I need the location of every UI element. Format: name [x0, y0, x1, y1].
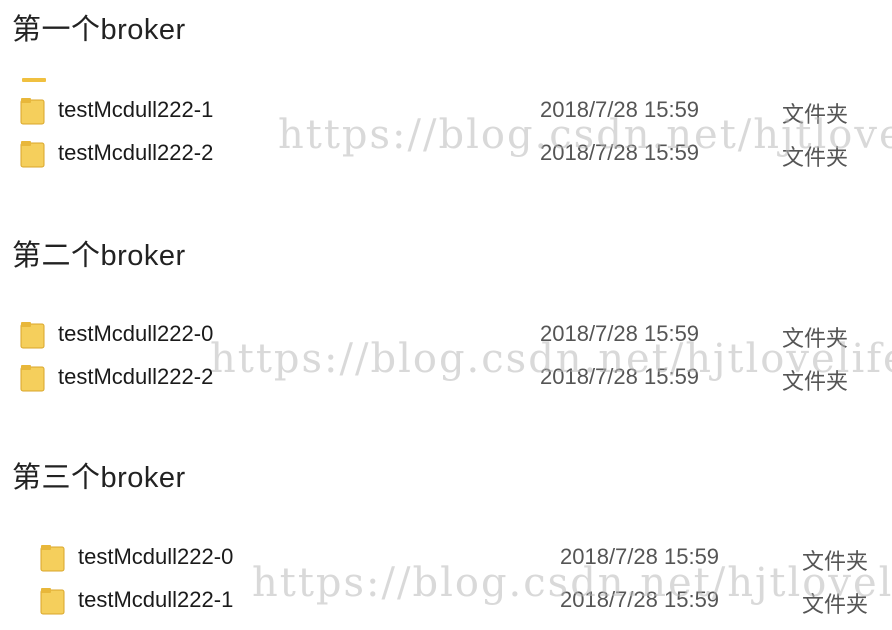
folder-type: 文件夹 — [802, 592, 869, 617]
folder-row[interactable]: testMcdull222-2 2018/7/28 15:59 文件夹 — [18, 359, 878, 399]
folder-icon — [20, 322, 45, 349]
folder-date: 2018/7/28 15:59 — [540, 140, 700, 165]
folder-type: 文件夹 — [782, 369, 849, 394]
folder-date: 2018/7/28 15:59 — [540, 364, 700, 389]
folder-date: 2018/7/28 15:59 — [540, 97, 700, 122]
group-heading-2: 第二个broker — [12, 240, 186, 272]
folder-type: 文件夹 — [802, 549, 869, 574]
folder-icon — [20, 98, 45, 125]
folder-row[interactable]: testMcdull222-0 2018/7/28 15:59 文件夹 — [38, 539, 888, 579]
folder-name: testMcdull222-0 — [58, 321, 214, 346]
folder-name: testMcdull222-1 — [58, 97, 214, 122]
folder-icon — [20, 141, 45, 168]
folder-row[interactable]: testMcdull222-2 2018/7/28 15:59 文件夹 — [18, 135, 878, 175]
folder-type: 文件夹 — [782, 102, 849, 127]
folder-icon — [40, 545, 65, 572]
folder-row[interactable]: testMcdull222-1 2018/7/28 15:59 文件夹 — [38, 582, 888, 622]
folder-type: 文件夹 — [782, 145, 849, 170]
folder-icon — [20, 365, 45, 392]
folder-name: testMcdull222-2 — [58, 140, 214, 165]
folder-type: 文件夹 — [782, 326, 849, 351]
folder-date: 2018/7/28 15:59 — [540, 321, 700, 346]
partial-folder-icon — [22, 78, 46, 82]
group-heading-1: 第一个broker — [12, 14, 186, 46]
folder-name: testMcdull222-2 — [58, 364, 214, 389]
folder-name: testMcdull222-0 — [78, 544, 234, 569]
folder-icon — [40, 588, 65, 615]
folder-date: 2018/7/28 15:59 — [560, 587, 720, 612]
folder-name: testMcdull222-1 — [78, 587, 234, 612]
folder-date: 2018/7/28 15:59 — [560, 544, 720, 569]
folder-row[interactable]: testMcdull222-1 2018/7/28 15:59 文件夹 — [18, 92, 878, 132]
folder-row[interactable]: testMcdull222-0 2018/7/28 15:59 文件夹 — [18, 316, 878, 356]
group-heading-3: 第三个broker — [12, 462, 186, 494]
